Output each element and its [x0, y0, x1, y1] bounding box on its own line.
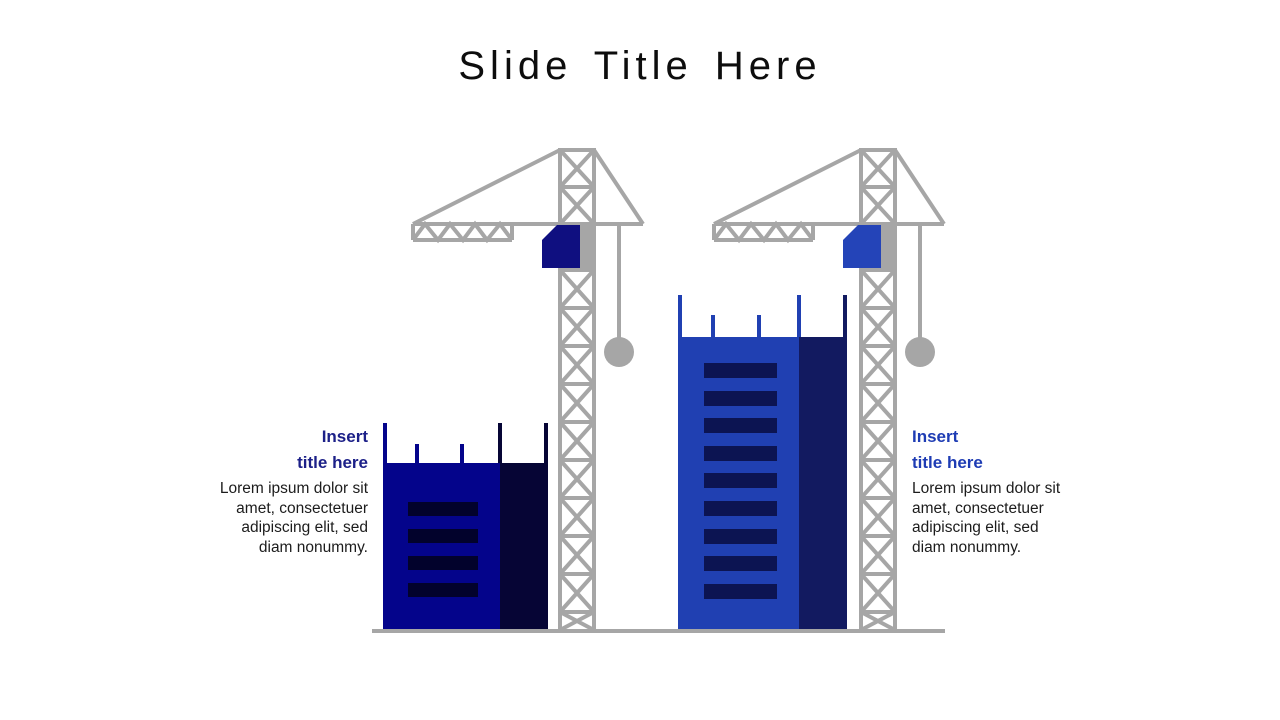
- item-title-line: Insert: [912, 427, 959, 446]
- roof-rod: [678, 295, 682, 337]
- roof-rod: [383, 423, 387, 463]
- item-body: Lorem ipsum dolor sit amet, consectetuer…: [190, 479, 368, 557]
- building-side: [500, 463, 548, 630]
- item-body-line: diam nonummy.: [258, 538, 368, 556]
- roof-rod: [711, 315, 715, 337]
- text-block-right: Insert title here Lorem ipsum dolor sit …: [912, 424, 1090, 557]
- window-bars: [704, 363, 777, 599]
- roof-rod: [415, 444, 419, 463]
- text-block-left: Insert title here Lorem ipsum dolor sit …: [190, 424, 368, 557]
- slide-title: Slide Title Here: [458, 44, 822, 88]
- item-title-line: title here: [912, 453, 983, 472]
- roof-rod: [797, 295, 801, 337]
- building-side: [799, 337, 847, 630]
- item-body-line: adipiscing elit, sed: [912, 519, 1039, 536]
- roof-rod: [460, 444, 464, 463]
- window-bars: [408, 502, 478, 597]
- item-body-line: amet, consectetuer: [912, 499, 1044, 517]
- item-title: Insert title here: [190, 424, 368, 476]
- item-body-line: diam nonummy.: [912, 538, 1022, 556]
- item-body-line: Lorem ipsum dolor sit: [219, 480, 368, 497]
- ground-line: [372, 629, 945, 633]
- roof-rod: [498, 423, 502, 463]
- roof-rod: [843, 295, 847, 337]
- item-title-line: title here: [297, 453, 368, 472]
- building-left: [383, 423, 548, 630]
- item-body-line: adipiscing elit, sed: [241, 519, 368, 536]
- item-body: Lorem ipsum dolor sit amet, consectetuer…: [912, 479, 1090, 557]
- roof-rod: [544, 423, 548, 463]
- building-front: [383, 463, 500, 630]
- item-title: Insert title here: [912, 424, 1090, 476]
- item-title-line: Insert: [321, 427, 368, 446]
- item-body-line: Lorem ipsum dolor sit: [912, 480, 1061, 497]
- roof-rod: [757, 315, 761, 337]
- building-right: [678, 295, 847, 630]
- item-body-line: amet, consectetuer: [236, 499, 368, 517]
